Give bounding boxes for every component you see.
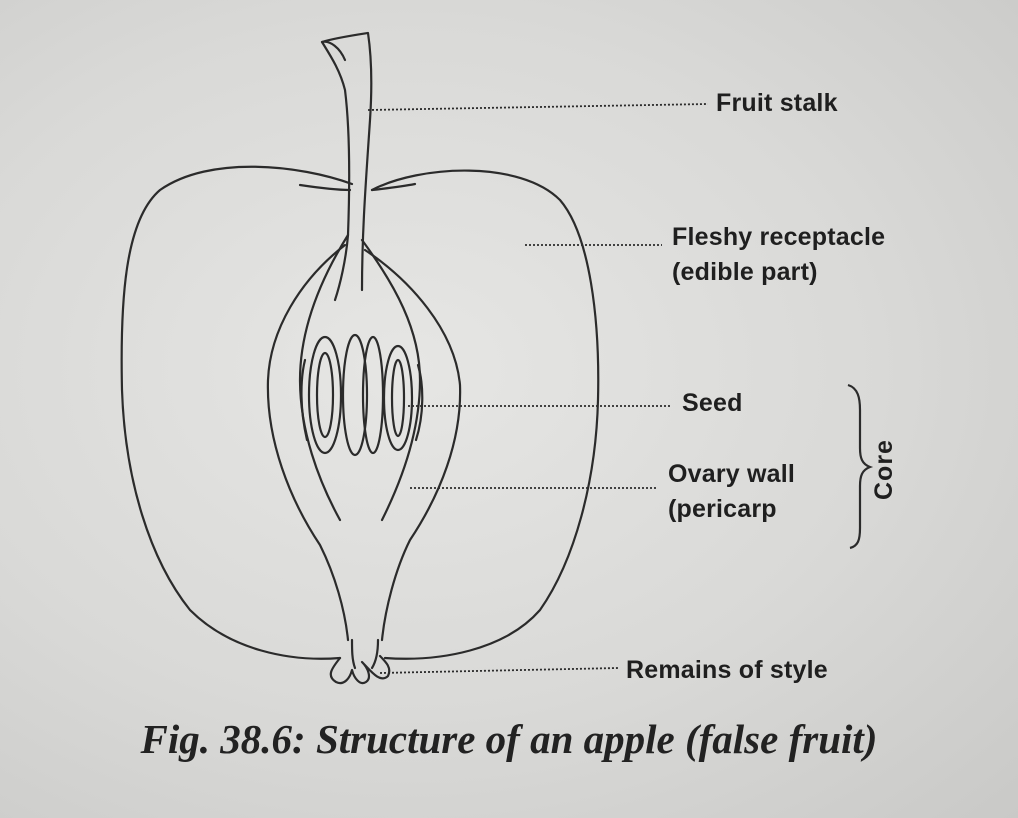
label-pericarp: (pericarp xyxy=(668,495,777,523)
label-seed: Seed xyxy=(682,389,743,417)
seed-center-left xyxy=(341,333,369,457)
seed-left-inner xyxy=(315,351,335,439)
leader-fruit-stalk xyxy=(367,103,709,111)
label-edible-part: (edible part) xyxy=(672,258,818,286)
label-remains-of-style: Remains of style xyxy=(626,656,828,684)
label-core: Core xyxy=(870,439,898,500)
label-ovary-wall: Ovary wall xyxy=(668,460,796,488)
apple-outline-right xyxy=(370,169,600,660)
leader-remains-of-style xyxy=(379,667,619,674)
core-brace xyxy=(847,383,874,550)
figure-caption: Fig. 38.6: Structure of an apple (false … xyxy=(140,716,878,762)
style-remains xyxy=(329,654,391,685)
fruit-stalk-shape xyxy=(320,31,373,302)
label-fleshy-receptacle: Fleshy receptacle xyxy=(672,223,886,251)
apple-outline-left xyxy=(120,165,354,660)
seed-left-outer xyxy=(307,335,343,455)
label-fruit-stalk: Fruit stalk xyxy=(716,89,838,117)
seed-right-outer xyxy=(382,344,414,452)
core-outline xyxy=(266,243,462,642)
seed-right-inner xyxy=(390,358,406,438)
